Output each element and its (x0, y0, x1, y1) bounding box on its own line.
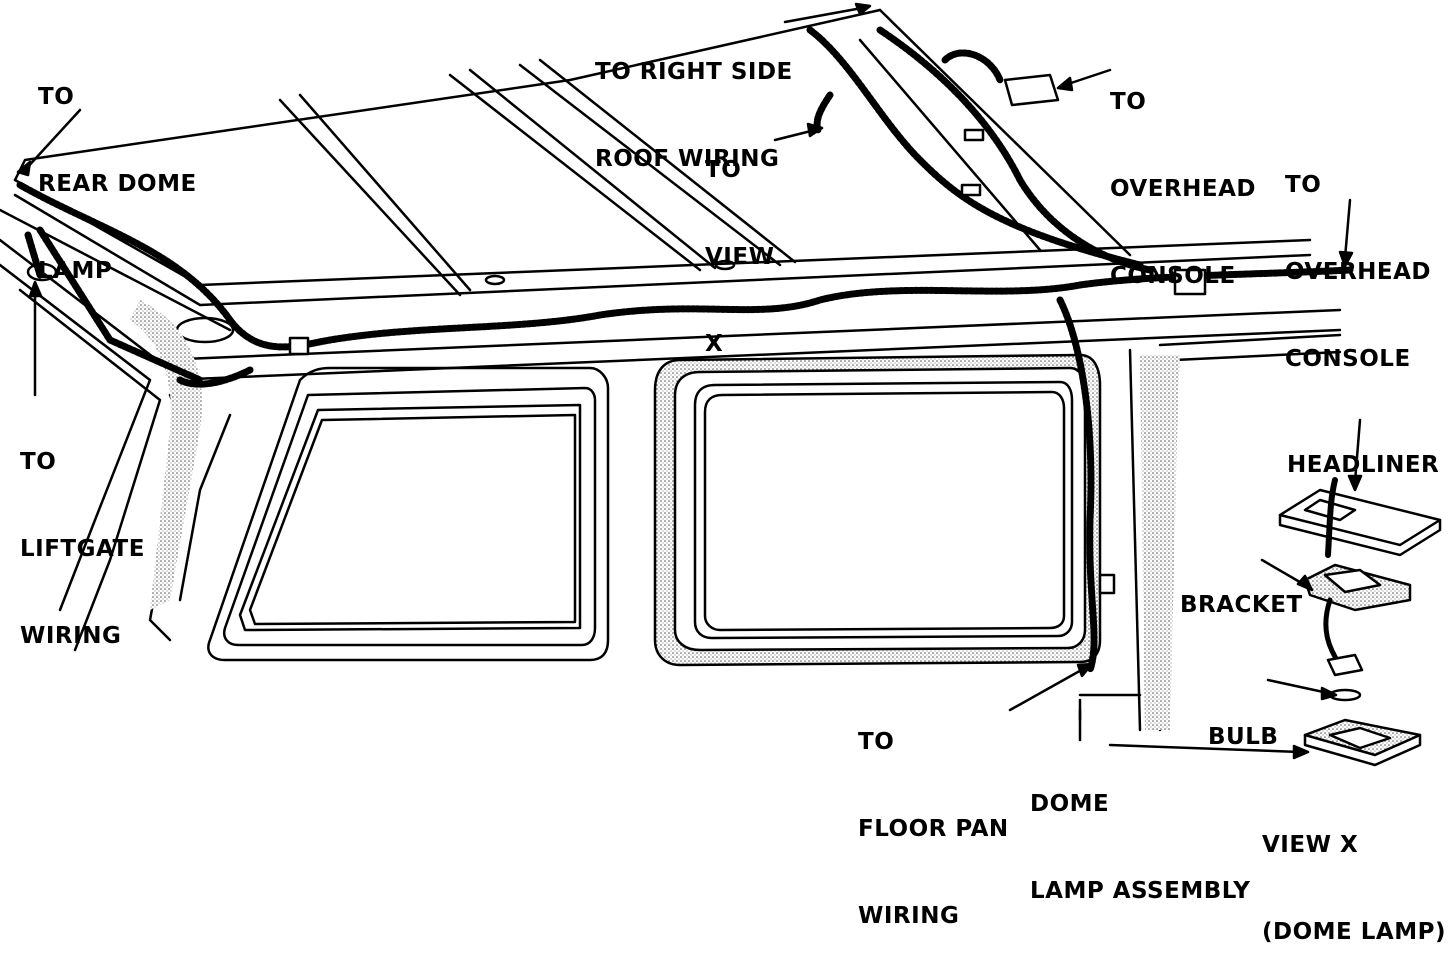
label-liftgate-wiring: TO LIFTGATE WIRING (20, 390, 145, 680)
label-to-view-x: TO VIEW X (705, 98, 774, 388)
label-line: CONSOLE (1285, 346, 1411, 372)
wiring-harness (16, 26, 1354, 674)
label-line: LIFTGATE (20, 536, 145, 562)
label-line: WIRING (858, 903, 960, 929)
label-line: LAMP (38, 258, 113, 284)
label-line: LAMP ASSEMBLY (1030, 878, 1251, 904)
label-line: VIEW (705, 244, 775, 270)
label-dome-lamp-assembly: DOME LAMP ASSEMBLY (1030, 732, 1250, 935)
leader-lines (16, 2, 1363, 760)
label-line: TO (38, 84, 75, 110)
label-line: CONSOLE (1110, 263, 1236, 289)
label-line: OVERHEAD (1110, 176, 1257, 202)
label-line: REAR DOME (38, 171, 197, 197)
label-line: TO (705, 157, 742, 183)
label-right-side-roof-wiring: TO RIGHT SIDE ROOF WIRING (595, 0, 793, 203)
label-line: TO (20, 449, 57, 475)
c-pillar-shading (130, 300, 202, 610)
dome-lamp-exploded-view (1278, 477, 1442, 767)
label-line: OVERHEAD (1285, 259, 1432, 285)
label-headliner: HEADLINER (1287, 393, 1439, 509)
label-bracket: BRACKET (1180, 533, 1303, 649)
front-side-window (653, 353, 1102, 667)
label-line: X (705, 331, 724, 357)
harness-connectors (288, 73, 1207, 595)
wiring-diagram: TO REAR DOME LAMP TO RIGHT SIDE ROOF WIR… (0, 0, 1445, 945)
label-floor-pan-wiring: TO FLOOR PAN WIRING (858, 670, 1009, 960)
label-line: (DOME LAMP) (1262, 919, 1446, 945)
label-line: TO (1285, 172, 1322, 198)
label-line: FLOOR PAN (858, 816, 1009, 842)
label-line: DOME (1030, 791, 1110, 817)
label-line: TO (1110, 89, 1147, 115)
liftgate-connector (24, 231, 58, 282)
label-line: TO RIGHT SIDE (595, 59, 793, 85)
label-line: VIEW X (1262, 832, 1359, 858)
label-view-x-dome-lamp: VIEW X (DOME LAMP) (1262, 773, 1446, 976)
label-line: HEADLINER (1287, 452, 1440, 478)
label-line: WIRING (20, 623, 122, 649)
label-line: ROOF WIRING (595, 146, 780, 172)
label-rear-dome-lamp: TO REAR DOME LAMP (38, 25, 197, 315)
label-bulb: BULB (1208, 665, 1278, 781)
label-line: BRACKET (1180, 592, 1303, 618)
label-line: TO (858, 729, 895, 755)
label-overhead-console-1: TO OVERHEAD CONSOLE (1110, 30, 1256, 320)
label-line: BULB (1208, 724, 1279, 750)
label-overhead-console-2: TO OVERHEAD CONSOLE (1285, 113, 1431, 403)
diagram-drawing (0, 2, 1442, 767)
rear-side-window (207, 366, 610, 662)
